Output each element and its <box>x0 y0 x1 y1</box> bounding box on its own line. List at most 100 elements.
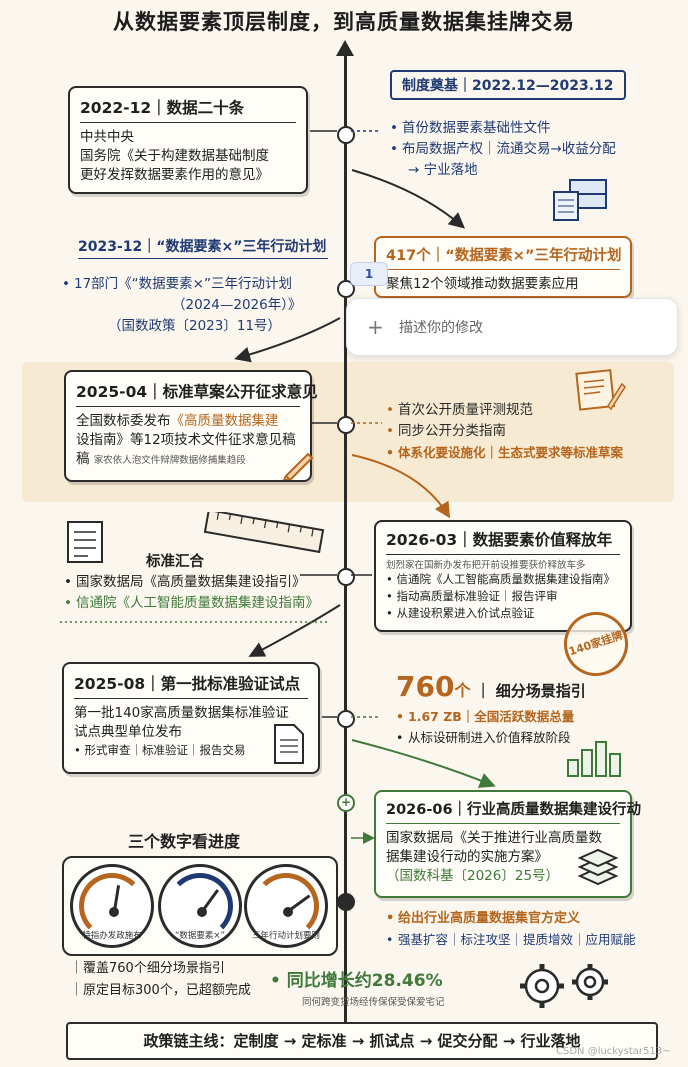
note-item: → 宁业落地 <box>408 162 478 178</box>
bullet-icon: • <box>396 709 404 724</box>
card-line: 试点典型单位发布 <box>74 724 182 740</box>
watermark: CSDN @luckystar513~ <box>556 1046 671 1057</box>
page-title: 从数据要素顶层制度，到高质量数据集挂牌交易 <box>113 10 575 34</box>
scenario-stat-unit: 个 <box>454 681 471 700</box>
timeline-node <box>337 280 355 298</box>
bullet-icon: • <box>74 743 85 757</box>
add-icon[interactable]: + <box>367 315 384 339</box>
edit-prompt-popup[interactable]: + 描述你的修改 <box>346 298 678 356</box>
bullet-icon: • <box>64 574 72 590</box>
gauge-cap <box>197 907 207 917</box>
card-heading: 2026-03｜数据要素价值释放年 <box>386 528 620 555</box>
gauge-3: 三年行动计划要则 <box>244 864 328 948</box>
metrics-line: ｜原定目标300个，已超额完成 <box>70 983 251 998</box>
timeline-node <box>337 893 355 911</box>
comment-count-badge[interactable]: 1 <box>350 262 388 286</box>
card-line: 中共中央 <box>80 129 134 145</box>
gauge-cap <box>109 907 119 917</box>
gauge-panel: 特指办发政施布 “数据要素×” 三年行动计划要则 <box>62 856 338 956</box>
event-card-2025-08: 2025-08｜第一批标准验证试点 第一批140家高质量数据集标准验证 试点典型… <box>62 662 320 774</box>
note-item: （国数政策〔2023〕11号） <box>108 318 282 334</box>
note-item: •首次公开质量评测规范 <box>386 400 623 421</box>
pen-icon <box>282 452 314 480</box>
card-heading: 2022-12｜数据二十条 <box>80 96 296 123</box>
document-icon <box>274 724 304 764</box>
card-heading: 2025-04｜标准草案公开征求意见 <box>76 380 318 407</box>
gauge-arc <box>79 873 145 939</box>
timeline-spine <box>344 46 347 1056</box>
bullet-icon: • <box>270 971 287 991</box>
note-item: •给出行业高质量数据集官方定义 <box>386 908 636 929</box>
note-item: •首份数据要素基础性文件 <box>390 118 616 139</box>
card-heading: 2025-08｜第一批标准验证试点 <box>74 672 308 699</box>
event-card-417: 417个｜“数据要素×”三年行动计划 聚焦12个领域推动数据要素应用 <box>374 236 632 298</box>
card-line: 更好发挥数据要素作用的意见》 <box>80 167 269 183</box>
bullet-icon: • <box>386 911 395 926</box>
card-line: 国务院《关于构建数据基础制度 <box>80 148 269 164</box>
bullet-icon: • <box>386 606 397 620</box>
bullet-icon: • <box>396 730 404 745</box>
card-line-highlight: 《高质量数据集建 <box>170 413 279 429</box>
notes-section5: •1.67 ZB｜全国活跃数据总量 •从标设研制进入价值释放阶段 <box>396 706 574 748</box>
note-item: •1.67 ZB｜全国活跃数据总量 <box>396 706 574 727</box>
card-line: • 从建设积累进入价试点验证 <box>386 606 535 620</box>
layers-icon <box>577 848 619 886</box>
bullet-icon: • <box>386 423 394 439</box>
note-item: •体系化要设施化｜生态式要求等标准草案 <box>386 442 623 463</box>
note-item: •信通院《人工智能质量数据集建设指南》 <box>64 593 334 614</box>
note-item: •国家数据局《高质量数据集建设指引》 <box>64 572 334 593</box>
event-card-2025-04: 2025-04｜标准草案公开征求意见 全国数标委发布《高质量数据集建 设指南》等… <box>64 370 318 482</box>
gauge-cap <box>283 907 293 917</box>
edit-prompt-placeholder[interactable]: 描述你的修改 <box>399 320 483 336</box>
card-line: 据集建设行动的实施方案》 <box>386 849 548 865</box>
card-line: • 指动高质量标准验证｜报告评审 <box>386 589 558 603</box>
card-line: 第一批140家高质量数据集标准验证 <box>74 705 289 721</box>
notes-section1: •首份数据要素基础性文件 •布局数据产权｜流通交易→收益分配 → 宁业落地 <box>390 118 616 181</box>
server-stack-icon <box>553 179 607 221</box>
note-item: •布局数据产权｜流通交易→收益分配 <box>390 139 616 160</box>
notes-section3: •首次公开质量评测规范 •同步公开分类指南 •体系化要设施化｜生态式要求等标准草… <box>386 400 623 463</box>
note-item: •同步公开分类指南 <box>386 421 623 442</box>
bar-chart-icon <box>567 741 621 777</box>
gauge-arc <box>253 873 319 939</box>
note-item: •强基扩容｜标注攻坚｜提质增效｜应用赋能 <box>386 929 636 950</box>
bullet-icon: • <box>386 589 397 603</box>
section-header-foundation: 制度奠基｜2022.12—2023.12 <box>390 70 626 100</box>
event-card-2022-12: 2022-12｜数据二十条 中共中央 国务院《关于构建数据基础制度 更好发挥数据… <box>68 86 308 194</box>
bullet-icon: • <box>386 445 394 460</box>
card-heading: 417个｜“数据要素×”三年行动计划 <box>386 244 621 270</box>
card-line: 聚焦12个领域推动数据要素应用 <box>386 276 579 292</box>
scenario-stat-number: 760 <box>396 670 455 703</box>
note-item: •从标设研制进入价值释放阶段 <box>396 727 574 748</box>
timeline-node <box>337 126 355 144</box>
scenario-stat: 760个 ｜ 细分场景指引 <box>396 670 586 703</box>
note-item: （2024—2026年）》 <box>172 297 302 313</box>
card-line: 稿 <box>76 451 90 467</box>
ruler-icon <box>203 512 325 554</box>
card-heading: 2026-06｜行业高质量数据集建设行动 <box>386 798 641 824</box>
metrics-lines: ｜覆盖760个细分场景指引 ｜原定目标300个，已超额完成 <box>70 958 251 1002</box>
bullet-icon: • <box>386 402 394 418</box>
note-item: •17部门《“数据要素×”三年行动计划 <box>62 274 324 295</box>
gauge-label: 三年行动计划要则 <box>251 931 320 941</box>
scenario-stat-text: 细分场景指引 <box>495 682 586 700</box>
timeline-node <box>337 416 355 434</box>
gauge-2: “数据要素×” <box>158 864 242 948</box>
section-header-three-year-plan: 2023-12｜“数据要素×”三年行动计划 <box>78 236 328 259</box>
notes-section2: •17部门《“数据要素×”三年行动计划 （2024—2026年）》 （国数政策〔… <box>62 274 324 337</box>
gauge-1: 特指办发政施布 <box>70 864 154 948</box>
card-line: 全国数标委发布 <box>76 413 171 429</box>
timeline-node <box>337 710 355 728</box>
card-line: • 形式审查｜标准验证｜报告交易 <box>74 743 246 757</box>
bullet-icon: • <box>390 141 398 157</box>
event-card-2026-06: 2026-06｜行业高质量数据集建设行动 国家数据局《关于推进行业高质量数 据集… <box>374 790 641 898</box>
timeline-node <box>337 568 355 586</box>
gauge-label: “数据要素×” <box>175 931 225 941</box>
bullet-icon: • <box>386 572 397 586</box>
timeline-arrow-icon <box>336 40 354 56</box>
bullet-icon: • <box>386 932 394 947</box>
policy-chain-footer: 政策链主线：定制度 → 定标准 → 抓试点 → 促交分配 → 行业落地 <box>66 1022 658 1060</box>
metrics-title: 三个数字看进度 <box>128 832 241 851</box>
gears-icon <box>520 964 608 1008</box>
